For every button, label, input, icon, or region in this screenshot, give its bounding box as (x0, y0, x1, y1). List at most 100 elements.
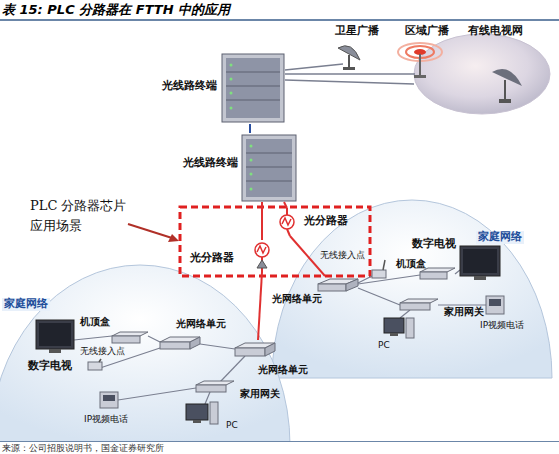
onu-node: 光网络单元 (220, 340, 320, 382)
olt-rack (250, 145, 253, 148)
pc-icon (210, 402, 218, 424)
tv-icon (463, 249, 497, 273)
satellite-dish (348, 55, 350, 68)
olt-rack (226, 86, 280, 87)
device-label: 光网络单元 (176, 318, 226, 330)
onu-device (160, 337, 200, 349)
home-wire (220, 356, 245, 382)
splitter-symbol (287, 229, 290, 236)
device-label: 家用网关 (240, 388, 280, 400)
splitter-symbol (280, 215, 294, 229)
olt-rack (246, 167, 292, 168)
home-wire (205, 392, 210, 404)
set-top-box-icon (420, 272, 447, 279)
device-label: 机顶盒 (80, 316, 110, 328)
olt-rack (250, 173, 253, 176)
home-dome (0, 265, 290, 445)
olt-rack (226, 58, 280, 118)
feed-line (420, 76, 426, 90)
olt-rack (250, 159, 253, 162)
tv-icon (460, 246, 500, 280)
device-label: 机顶盒 (396, 258, 426, 270)
device-label: 无线接入点 (320, 250, 365, 260)
video-phone-icon (486, 296, 504, 314)
onu-device (235, 348, 265, 356)
splitter-symbol (255, 243, 269, 257)
onu-device (318, 284, 346, 291)
splitter-symbol (257, 246, 266, 253)
onu-device (190, 337, 200, 349)
satellite-dish (492, 69, 522, 103)
video-phone-icon (103, 395, 115, 401)
device-label: PC (378, 340, 390, 350)
access-point-icon (88, 359, 102, 370)
home-wire (200, 344, 235, 349)
access-point-icon (383, 260, 385, 270)
pc-icon (186, 402, 218, 424)
splitter-node: 光分路器 (278, 208, 365, 236)
device-label: 光线路终端 (162, 80, 217, 93)
set-top-box-icon (112, 336, 140, 343)
home-wire (438, 304, 486, 305)
video-phone-icon (100, 392, 118, 408)
source-label: 区域广播 (405, 25, 449, 38)
olt-rack (230, 64, 233, 67)
gateway-icon (196, 385, 226, 392)
feed-line (285, 64, 343, 70)
pc-icon (390, 333, 398, 336)
callout-arrow (168, 234, 179, 242)
satellite-dish (504, 80, 506, 100)
device-label: IP视频电话 (480, 320, 524, 330)
feed-line (285, 80, 414, 84)
pc-icon (384, 318, 404, 333)
video-phone-icon (100, 392, 118, 408)
olt-rack (230, 78, 233, 81)
pc-icon (406, 318, 414, 338)
device-label: 数字电视 (412, 238, 456, 251)
tv-icon (36, 320, 74, 353)
olt-rack (230, 92, 233, 95)
video-phone-icon (486, 296, 504, 314)
satellite-dish (343, 67, 355, 70)
onu-device (318, 279, 358, 291)
fiber-line (261, 202, 263, 240)
fiber-line (249, 124, 251, 133)
pc-icon (193, 420, 201, 423)
broadcast-tower (414, 75, 426, 78)
olt-rack (226, 72, 280, 73)
device-label: 数字电视 (28, 360, 72, 373)
device-label: 光网络单元 (272, 293, 322, 305)
zone-label: 家庭网络 (476, 231, 524, 244)
onu-device (346, 279, 358, 291)
home-wire (400, 310, 410, 318)
olt-node: 光线路终端 (160, 52, 285, 124)
device-label: PC (226, 420, 238, 430)
set-top-box-icon (112, 332, 148, 343)
olt-rack (246, 181, 292, 182)
callout-label: PLC 分路器芯片应用场景 (30, 196, 130, 235)
satellite-dish (499, 99, 511, 103)
tv-icon (460, 246, 500, 276)
home-wire (148, 336, 160, 342)
splitter-symbol (286, 208, 288, 215)
set-top-box-icon (112, 332, 148, 336)
device-label: 光分路器 (190, 252, 234, 265)
device-label: 光分路器 (304, 215, 348, 228)
broadcast-tower (419, 54, 421, 76)
scene-dashed-box (180, 207, 370, 276)
olt-rack (222, 54, 284, 122)
device-label: 光网络单元 (258, 364, 308, 376)
home-wire (358, 275, 420, 284)
tv-icon (49, 349, 61, 353)
home-wire (455, 270, 460, 274)
onu-device (235, 343, 275, 356)
device-label: 光线路终端 (183, 157, 238, 170)
home-wire (358, 270, 486, 318)
fiber-line (290, 236, 325, 276)
onu-device (265, 343, 275, 356)
figure-caption: 来源：公司招股说明书，国金证券研究所 (0, 441, 559, 454)
device-label: 无线接入点 (80, 346, 125, 356)
tv-icon (474, 276, 486, 280)
